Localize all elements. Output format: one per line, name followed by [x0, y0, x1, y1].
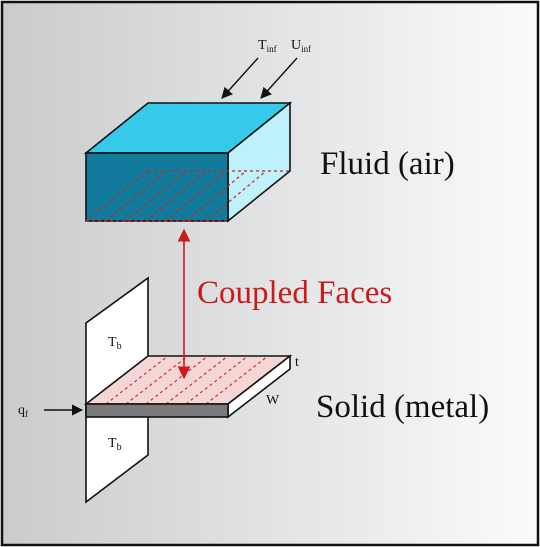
thickness-label: t — [295, 355, 299, 370]
qf-label: qf — [18, 403, 28, 419]
tb-bottom-label: Tb — [108, 436, 122, 453]
coupled-faces-label: Coupled Faces — [197, 275, 392, 311]
tb-top-label: Tb — [108, 335, 122, 352]
fluid-bottom-coupled-face — [85, 170, 290, 222]
fin-coupled-face-hatch — [105, 355, 269, 405]
fluid-front-face — [85, 152, 229, 222]
u-inf-arrow — [260, 57, 298, 99]
t-inf-label: Tinf — [258, 38, 277, 54]
solid-assembly — [83, 276, 293, 504]
fluid-box — [83, 101, 293, 223]
fin-front-edge — [85, 403, 229, 418]
u-inf-label: Uinf — [291, 38, 311, 54]
fluid-label: Fluid (air) — [320, 146, 455, 182]
t-inf-arrow — [221, 57, 259, 99]
width-label: W — [266, 393, 280, 408]
solid-label: Solid (metal) — [316, 389, 489, 425]
